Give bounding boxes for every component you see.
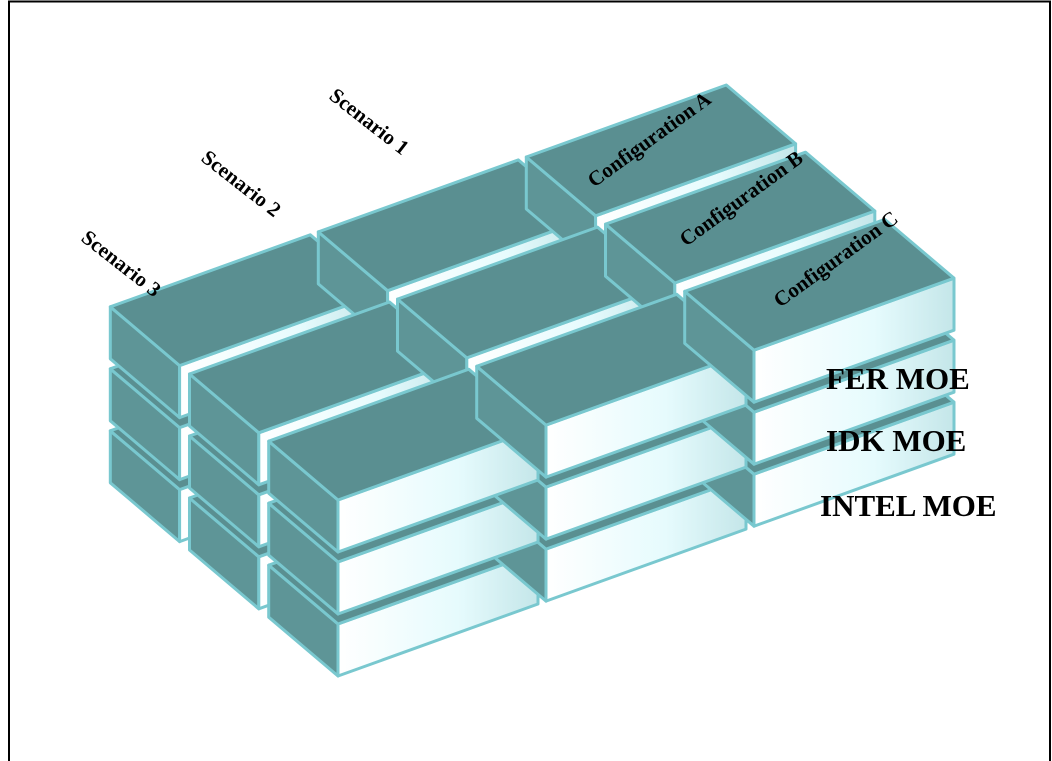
block-l0-s3-cA [267,367,540,554]
scenario-label-3: Scenario 3 [77,225,166,302]
moe-label-idk: IDK MOE [826,423,966,458]
block-l0-s1-cC-top-face [524,83,798,218]
cube-blocks [108,83,956,678]
moe-label-intel: INTEL MOE [820,488,997,523]
block-l0-s3-cC [683,217,956,404]
scenario-label-2: Scenario 2 [197,145,286,222]
block-l0-s2-cB-top-face [396,225,669,360]
block-l0-s2-cC-top-face [604,150,877,285]
scenario-label-1: Scenario 1 [325,83,414,160]
block-l0-s2-cA-top-face [188,300,461,435]
block-l0-s1-cA-top-face [108,233,382,368]
block-l0-s1-cB-top-face [316,158,590,293]
block-l0-s3-cA-top-face [267,367,540,502]
block-l0-s3-cB [475,292,748,479]
block-l0-s3-cB-top-face [475,292,748,427]
block-l0-s3-cC-top-face [683,217,956,352]
moe-label-fer: FER MOE [826,361,970,396]
